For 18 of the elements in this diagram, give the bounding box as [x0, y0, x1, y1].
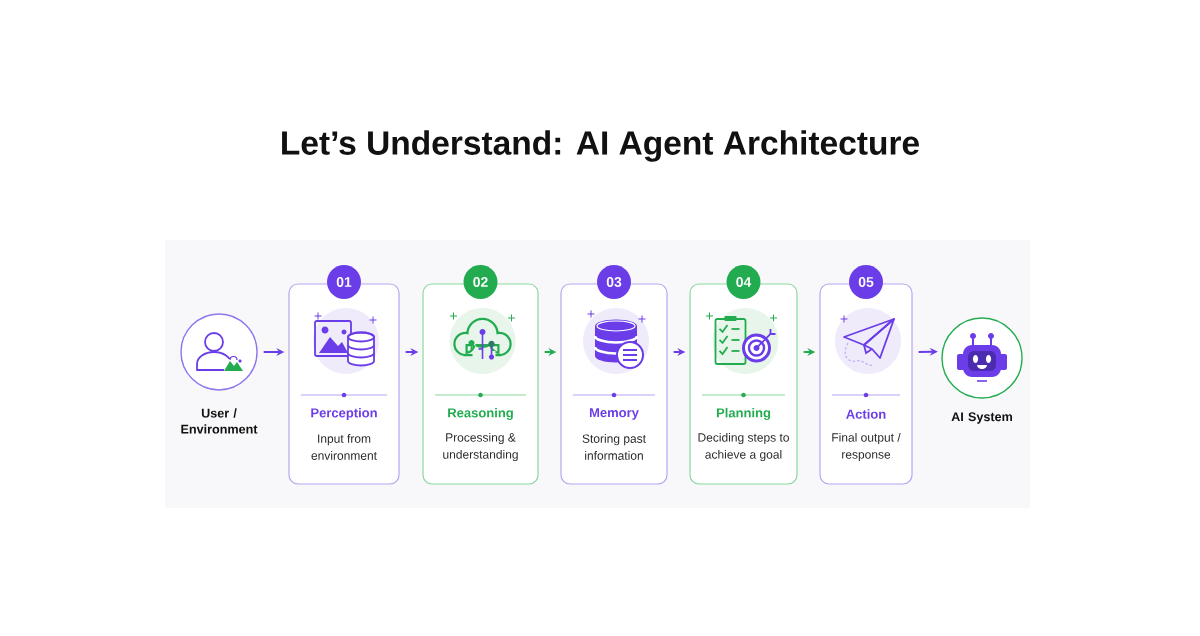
step-title: Memory [589, 408, 639, 420]
number-badge: 05 [849, 265, 883, 299]
step-title: Reasoning [448, 407, 513, 421]
step-title: Action [846, 409, 886, 419]
number-badge: 03 [597, 265, 631, 299]
step-description: Processing & understanding [443, 432, 518, 462]
step-description: Deciding steps to achieve a goal [698, 432, 789, 462]
step-title: Perception [311, 407, 377, 421]
step-description: Final output / response [832, 432, 901, 462]
number-badge: 04 [726, 265, 761, 299]
title: Let’s Understand: AI Agent Architecture [282, 130, 919, 162]
step-title: Planning [716, 407, 771, 421]
number-badge: 01 [327, 265, 361, 299]
number-badge: 02 [463, 265, 498, 299]
step-description: Input from environment [311, 434, 377, 460]
step-description: Storing past information [582, 434, 646, 460]
node-label: AI System [951, 412, 1012, 424]
node-label: User / Environment [181, 408, 258, 434]
